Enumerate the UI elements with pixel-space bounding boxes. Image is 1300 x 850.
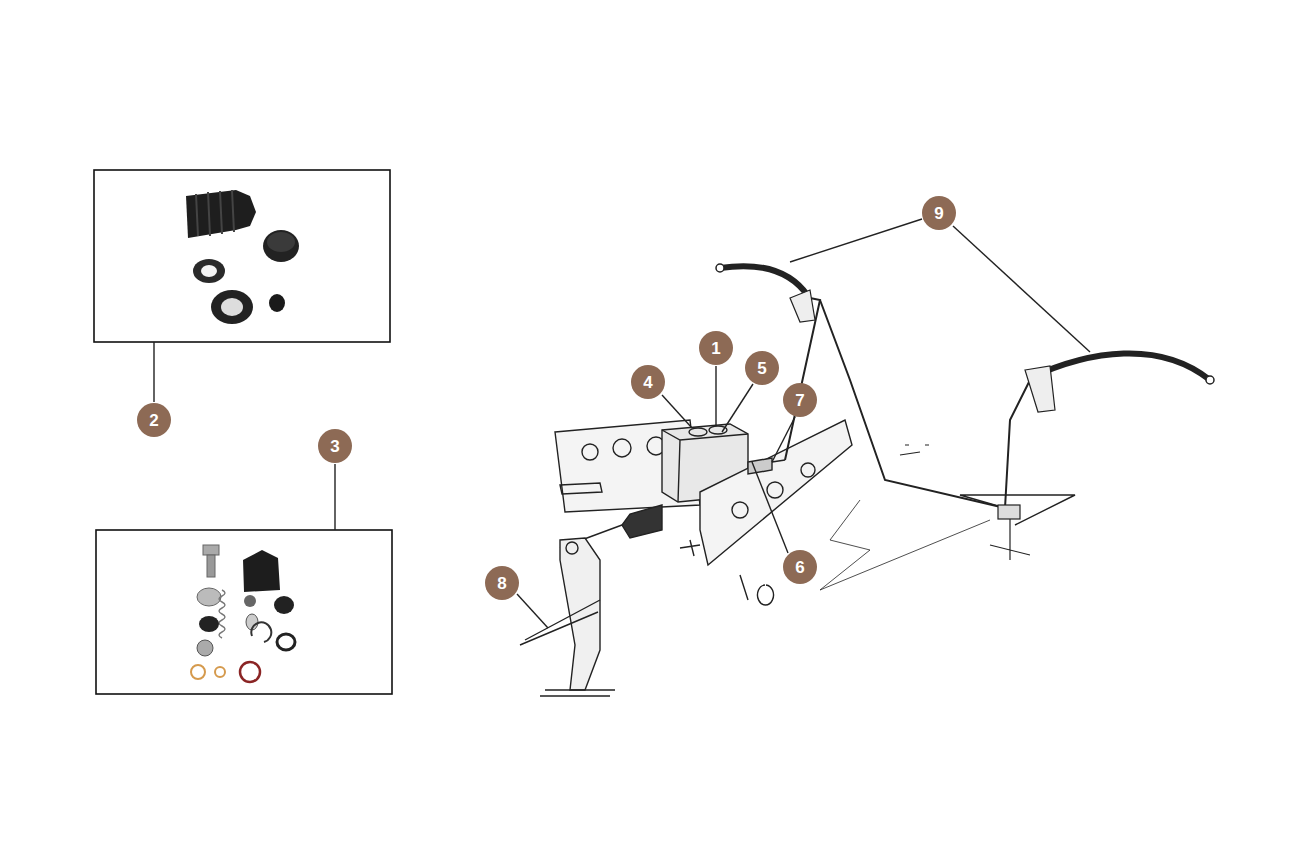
- leader-line: [790, 219, 922, 262]
- seal-kit: [186, 190, 299, 324]
- leader-line: [772, 417, 795, 462]
- callout-circle: 3: [318, 429, 352, 463]
- master-cylinder-assembly: [520, 420, 852, 696]
- callout-number: 3: [330, 438, 339, 455]
- kit-frames: [94, 170, 392, 694]
- callout-number: 2: [149, 412, 158, 429]
- callout-circle: 5: [745, 351, 779, 385]
- leader-line: [334, 464, 335, 530]
- leader-lines: [154, 219, 1090, 628]
- callout-number: 1: [711, 340, 720, 357]
- callout-circle: 2: [137, 403, 171, 437]
- callout-number: 7: [795, 392, 804, 409]
- callout-circle: 1: [699, 331, 733, 365]
- callout-number: 6: [795, 559, 804, 576]
- leader-line: [662, 395, 692, 428]
- callout-number: 4: [643, 374, 652, 391]
- callout-circle: 8: [485, 566, 519, 600]
- leader-line: [722, 384, 753, 432]
- repair-kit: [191, 545, 295, 682]
- callout-number: 8: [497, 575, 506, 592]
- leader-line: [715, 366, 716, 426]
- kit-box: [96, 530, 392, 694]
- callout-circle: 7: [783, 383, 817, 417]
- callout-number: 5: [757, 360, 766, 377]
- leader-line: [752, 462, 788, 553]
- pipes-and-hoses: [716, 264, 1214, 590]
- kit-box: [94, 170, 390, 342]
- leader-line: [953, 226, 1090, 352]
- leader-line: [153, 342, 154, 402]
- callout-circle: 4: [631, 365, 665, 399]
- leader-line: [517, 594, 548, 628]
- callout-circle: 9: [922, 196, 956, 230]
- callout-number: 9: [934, 205, 943, 222]
- callout-circle: 6: [783, 550, 817, 584]
